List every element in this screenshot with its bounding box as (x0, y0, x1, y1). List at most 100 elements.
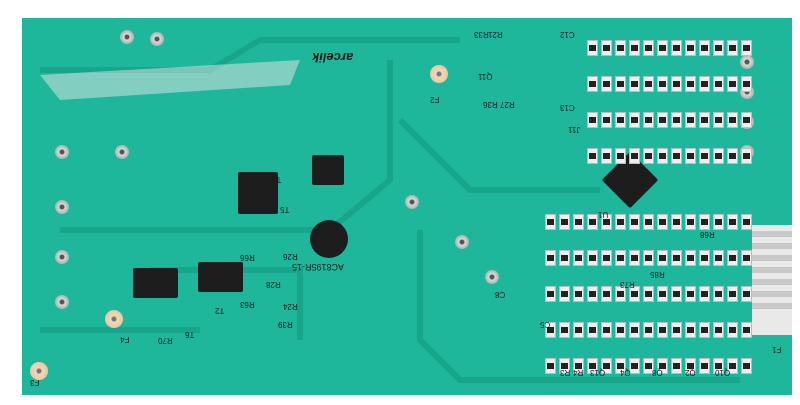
solder-pad (55, 295, 69, 309)
smd-resistor (713, 358, 724, 374)
solder-pad (150, 32, 164, 46)
smd-resistor (601, 76, 612, 92)
silkscreen-label-q2: Q2 (685, 368, 696, 377)
silkscreen-label-r36: R36 (483, 100, 498, 109)
smd-resistor (573, 322, 584, 338)
smd-resistor (685, 76, 696, 92)
potentiometer (310, 220, 348, 258)
smd-resistor (671, 40, 682, 56)
smd-resistor (741, 286, 752, 302)
smd-resistor (727, 112, 738, 128)
smd-resistor (587, 358, 598, 374)
smd-resistor (685, 112, 696, 128)
silkscreen-label-j11: J11 (568, 125, 581, 134)
silkscreen-label-r85: R85 (650, 270, 665, 279)
silkscreen-label-r4: R4 (573, 368, 584, 377)
silkscreen-label-r24: R24 (283, 302, 298, 311)
transistor-t3 (312, 155, 344, 185)
smd-resistor (727, 148, 738, 164)
smd-resistor (601, 358, 612, 374)
smd-resistor (573, 358, 584, 374)
smd-resistor (615, 40, 626, 56)
solder-pad (120, 30, 134, 44)
smd-resistor (629, 214, 640, 230)
smd-resistor (741, 250, 752, 266)
smd-resistor (545, 322, 556, 338)
smd-resistor (615, 148, 626, 164)
smd-resistor (559, 214, 570, 230)
smd-resistor (713, 112, 724, 128)
smd-resistor (699, 112, 710, 128)
smd-resistor (559, 322, 570, 338)
smd-resistor (629, 322, 640, 338)
smd-resistor (601, 286, 612, 302)
smd-resistor (629, 250, 640, 266)
smd-resistor (587, 112, 598, 128)
smd-resistor (741, 148, 752, 164)
arcelik-logo: arcelik (312, 50, 354, 65)
smd-resistor (685, 40, 696, 56)
solder-pad (115, 145, 129, 159)
smd-resistor (713, 322, 724, 338)
silkscreen-label-f1: F1 (772, 345, 782, 354)
fuse-pad-f2 (430, 65, 448, 83)
silkscreen-label-r27: R27 (500, 100, 515, 109)
smd-resistor (685, 322, 696, 338)
smd-resistor (559, 286, 570, 302)
smd-resistor (545, 250, 556, 266)
smd-resistor (657, 40, 668, 56)
smd-resistor (699, 40, 710, 56)
solder-pad (55, 145, 69, 159)
smd-resistor (615, 214, 626, 230)
smd-resistor (615, 76, 626, 92)
smd-resistor (657, 112, 668, 128)
smd-resistor (713, 40, 724, 56)
silkscreen-label-r26: R26 (283, 252, 298, 261)
silkscreen-label-r70: R70 (158, 336, 173, 345)
smd-resistor (741, 112, 752, 128)
smd-resistor (587, 76, 598, 92)
smd-resistor (699, 214, 710, 230)
smd-resistor (629, 76, 640, 92)
fuse-pad-f3 (30, 362, 48, 380)
smd-resistor (615, 358, 626, 374)
silkscreen-label-c13: C13 (560, 103, 575, 112)
smd-resistor (741, 358, 752, 374)
smd-resistor (671, 76, 682, 92)
smd-resistor (601, 40, 612, 56)
transistor-t5 (238, 172, 278, 214)
silkscreen-label-c12: C12 (560, 30, 575, 39)
silkscreen-label-f2: F2 (430, 95, 440, 104)
silkscreen-label-r68: R68 (700, 230, 715, 239)
silkscreen-label-r73: R73 (620, 280, 635, 289)
silkscreen-label-f3: F3 (30, 378, 40, 387)
solder-pad (55, 200, 69, 214)
smd-resistor (587, 286, 598, 302)
silkscreen-label-t2: T2 (215, 306, 225, 315)
smd-resistor (699, 358, 710, 374)
smd-resistor (671, 286, 682, 302)
smd-resistor (573, 214, 584, 230)
smd-resistor (685, 358, 696, 374)
smd-resistor (629, 358, 640, 374)
smd-resistor (559, 250, 570, 266)
silkscreen-label-r21: R21 (488, 30, 503, 39)
smd-resistor (671, 214, 682, 230)
transistor-t2 (198, 262, 243, 292)
smd-resistor (741, 76, 752, 92)
smd-resistor (657, 214, 668, 230)
fuse-pad-f4 (105, 310, 123, 328)
smd-resistor (713, 250, 724, 266)
smd-resistor (671, 250, 682, 266)
smd-resistor (643, 322, 654, 338)
smd-resistor (727, 250, 738, 266)
smd-resistor (587, 250, 598, 266)
smd-resistor (643, 76, 654, 92)
smd-resistor (657, 358, 668, 374)
smd-resistor (699, 322, 710, 338)
smd-resistor (727, 214, 738, 230)
silkscreen-label-q4: Q4 (620, 368, 631, 377)
smd-resistor (741, 40, 752, 56)
smd-resistor (643, 148, 654, 164)
smd-resistor (671, 358, 682, 374)
